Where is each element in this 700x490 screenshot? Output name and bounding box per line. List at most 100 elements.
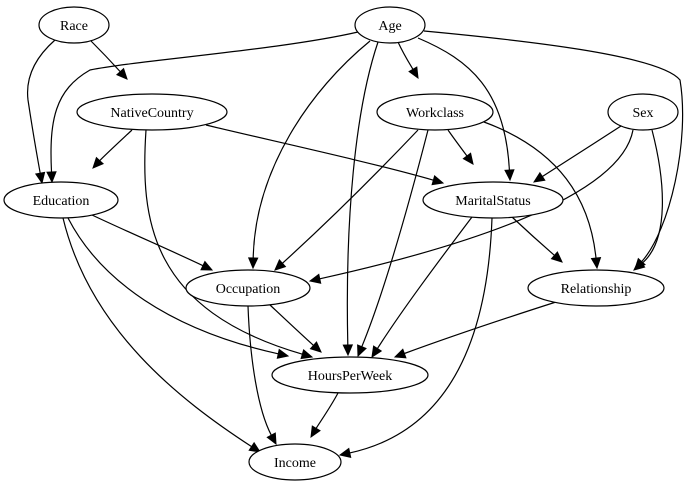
edge-line <box>361 129 429 347</box>
edge-relationship-to-hoursperweek <box>393 301 557 359</box>
node-ellipse <box>354 6 426 44</box>
edge-line <box>247 305 272 436</box>
edge-line <box>26 39 56 174</box>
edge-workclass-to-maritalstatus <box>447 129 474 165</box>
edge-nativecountry-to-maritalstatus <box>205 124 445 186</box>
arrowhead <box>274 258 287 271</box>
node-ellipse <box>422 181 564 219</box>
arrowhead <box>371 345 383 359</box>
edge-maritalstatus-to-income <box>338 217 493 458</box>
arrowhead <box>276 348 290 359</box>
edge-nativecountry-to-education <box>92 129 133 169</box>
edge-line <box>62 217 252 448</box>
edge-line <box>144 129 303 355</box>
node-label: NativeCountry <box>110 106 193 121</box>
arrowhead <box>590 257 602 270</box>
edge-line <box>349 217 493 454</box>
arrowhead <box>46 171 57 184</box>
arrowhead <box>34 171 46 185</box>
edge-line <box>67 217 279 355</box>
edge-line <box>99 129 133 162</box>
node-label: Relationship <box>561 282 632 297</box>
arrowhead <box>266 432 277 446</box>
edge-age-to-workclass <box>397 41 419 80</box>
node-label: MaritalStatus <box>455 194 530 209</box>
edge-sex-to-maritalstatus <box>532 125 622 183</box>
edge-line <box>205 124 434 181</box>
edge-line <box>423 30 684 262</box>
edge-layer <box>26 30 684 458</box>
node-label: Workclass <box>406 106 464 121</box>
edge-education-to-occupation <box>91 214 214 271</box>
edge-line <box>281 129 419 264</box>
edge-line <box>90 40 121 73</box>
node-relationship: Relationship <box>527 269 665 307</box>
edge-line <box>447 129 468 157</box>
node-ellipse <box>76 93 228 131</box>
edge-age-to-hoursperweek <box>342 41 379 357</box>
arrowhead <box>550 251 563 263</box>
edge-line <box>91 214 204 267</box>
edge-age-to-occupation <box>247 40 371 270</box>
edge-line <box>483 121 597 259</box>
arrowhead <box>300 349 314 360</box>
arrowhead <box>357 344 367 358</box>
arrowhead <box>393 348 407 359</box>
node-education: Education <box>3 181 119 219</box>
edge-sex-to-relationship <box>633 129 663 271</box>
edge-line <box>542 125 622 178</box>
edge-maritalstatus-to-relationship <box>511 216 563 263</box>
edge-line <box>50 31 359 173</box>
node-label: Education <box>33 194 90 209</box>
node-age: Age <box>354 6 426 44</box>
arrowhead <box>115 67 128 80</box>
edge-occupation-to-income <box>247 305 277 446</box>
arrowhead <box>309 341 322 353</box>
edge-line <box>319 129 634 280</box>
node-label: Race <box>60 19 88 34</box>
edge-sex-to-occupation <box>308 129 634 284</box>
arrowhead <box>431 175 445 186</box>
arrowhead <box>408 66 419 80</box>
node-hoursperweek: HoursPerWeek <box>271 356 429 394</box>
node-ellipse <box>271 356 429 394</box>
node-ellipse <box>527 269 665 307</box>
node-nativecountry: NativeCountry <box>76 93 228 131</box>
edge-line <box>269 304 314 346</box>
node-ellipse <box>376 93 494 131</box>
edge-line <box>641 129 663 265</box>
arrowhead <box>308 273 322 284</box>
node-ellipse <box>3 181 119 219</box>
node-ellipse <box>248 443 342 481</box>
edge-nativecountry-to-hoursperweek <box>144 129 314 360</box>
node-label: HoursPerWeek <box>308 369 392 384</box>
edge-age-to-education <box>46 31 359 184</box>
edge-line <box>404 301 557 355</box>
edge-education-to-income <box>62 217 262 453</box>
arrowhead <box>532 171 546 183</box>
arrowhead <box>504 169 515 182</box>
edge-age-to-maritalstatus <box>417 37 515 182</box>
node-label: Occupation <box>216 282 281 297</box>
node-label: Age <box>378 19 401 34</box>
node-income: Income <box>248 443 342 481</box>
node-ellipse <box>607 93 679 131</box>
node-race: Race <box>38 6 110 44</box>
node-ellipse <box>38 6 110 44</box>
edge-race-to-education <box>26 39 56 185</box>
arrowhead <box>248 441 262 453</box>
edge-line <box>417 37 510 171</box>
arrowhead <box>92 156 105 169</box>
edge-line <box>511 216 555 256</box>
arrowhead <box>200 260 214 271</box>
edge-workclass-to-relationship <box>483 121 602 270</box>
edge-line <box>376 216 473 349</box>
edge-line <box>252 40 371 259</box>
edge-maritalstatus-to-hoursperweek <box>371 216 473 359</box>
arrowhead <box>633 259 646 271</box>
edge-workclass-to-hoursperweek <box>357 129 429 358</box>
node-maritalstatus: MaritalStatus <box>422 181 564 219</box>
edge-line <box>315 392 339 429</box>
